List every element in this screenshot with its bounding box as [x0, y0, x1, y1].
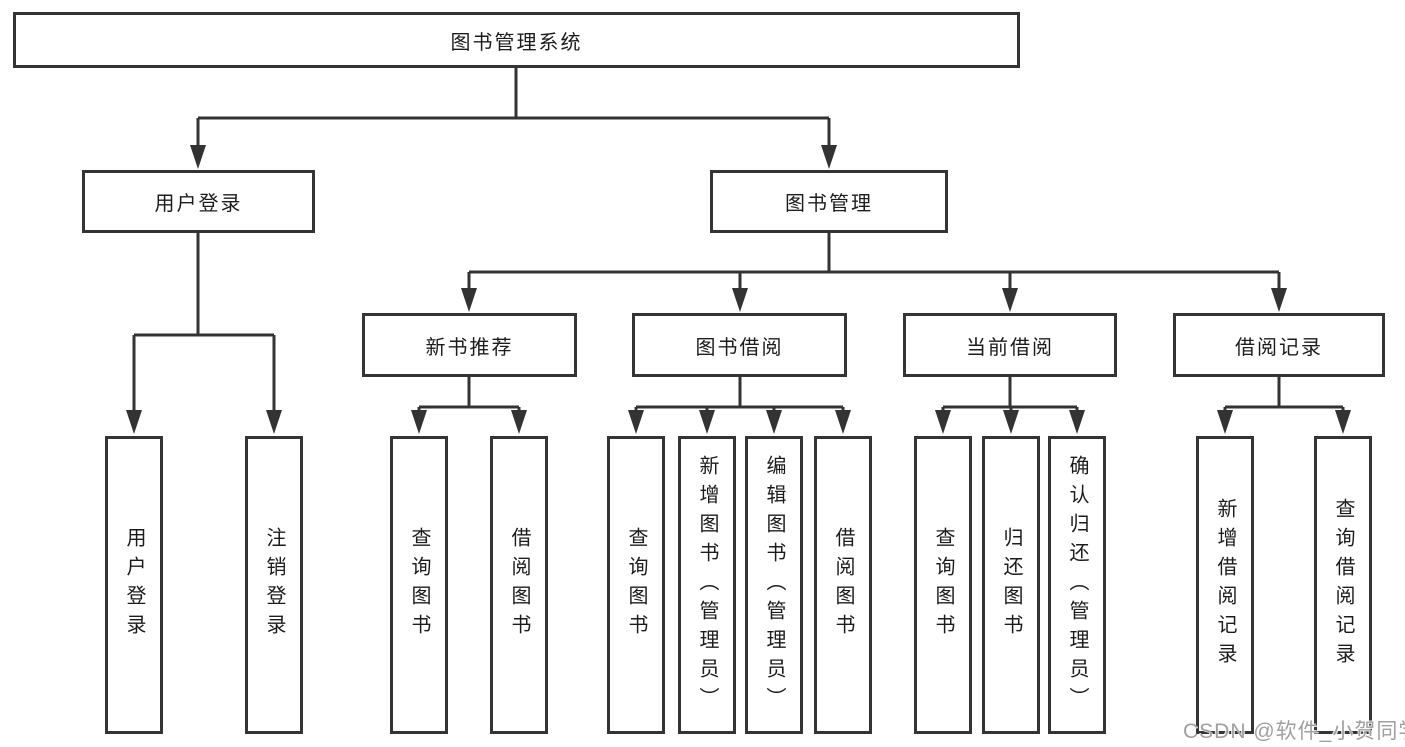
leaf-query-books-current: 查询图书 — [914, 436, 972, 734]
node-current-borrowing-label: 当前借阅 — [966, 336, 1054, 359]
leaf-add-books-admin: 新增图书（管理员） — [678, 436, 736, 734]
node-book-management-label: 图书管理 — [785, 193, 873, 215]
leaf-query-books-borrowing-label: 查询图书 — [625, 527, 647, 643]
leaf-query-books-current-label: 查询图书 — [932, 527, 954, 643]
leaf-query-books-recommend-label: 查询图书 — [408, 527, 430, 643]
leaf-confirm-return-admin: 确认归还（管理员） — [1048, 436, 1106, 734]
leaf-borrow-books: 借阅图书 — [814, 436, 872, 734]
node-user-login: 用户登录 — [82, 170, 315, 233]
leaf-borrow-books-recommend: 借阅图书 — [490, 436, 548, 734]
leaf-edit-books-admin: 编辑图书（管理员） — [745, 436, 803, 734]
leaf-edit-books-admin-label: 编辑图书（管理员） — [763, 454, 785, 716]
leaf-borrow-books-label: 借阅图书 — [832, 527, 854, 643]
node-borrow-records: 借阅记录 — [1173, 313, 1385, 377]
leaf-user-login: 用户登录 — [105, 436, 163, 734]
node-new-book-recommend: 新书推荐 — [362, 313, 577, 377]
node-book-borrowing-label: 图书借阅 — [695, 336, 784, 359]
leaf-query-books-recommend: 查询图书 — [390, 436, 448, 734]
watermark: CSDN @软件_小贺同学 — [1183, 720, 1405, 743]
node-book-management: 图书管理 — [710, 170, 948, 233]
leaf-borrow-books-recommend-label: 借阅图书 — [508, 527, 530, 643]
leaf-add-borrow-record-label: 新增借阅记录 — [1214, 498, 1236, 672]
leaf-add-borrow-record: 新增借阅记录 — [1196, 436, 1254, 734]
node-library-system-label: 图书管理系统 — [450, 31, 583, 54]
leaf-logout: 注销登录 — [245, 436, 303, 734]
node-current-borrowing: 当前借阅 — [903, 313, 1117, 377]
leaf-return-books-label: 归还图书 — [1000, 527, 1022, 643]
node-user-login-label: 用户登录 — [154, 193, 243, 215]
leaf-query-borrow-record: 查询借阅记录 — [1314, 436, 1372, 734]
leaf-query-books-borrowing: 查询图书 — [607, 436, 665, 734]
leaf-add-books-admin-label: 新增图书（管理员） — [696, 454, 718, 716]
node-book-borrowing: 图书借阅 — [632, 313, 847, 377]
node-borrow-records-label: 借阅记录 — [1235, 336, 1323, 359]
leaf-user-login-label: 用户登录 — [123, 527, 145, 643]
leaf-return-books: 归还图书 — [982, 436, 1040, 734]
node-library-system: 图书管理系统 — [13, 12, 1020, 68]
node-new-book-recommend-label: 新书推荐 — [425, 336, 514, 359]
leaf-query-borrow-record-label: 查询借阅记录 — [1332, 498, 1354, 672]
leaf-confirm-return-admin-label: 确认归还（管理员） — [1066, 454, 1088, 716]
arrowheads — [126, 145, 1351, 434]
leaf-logout-label: 注销登录 — [263, 527, 285, 643]
